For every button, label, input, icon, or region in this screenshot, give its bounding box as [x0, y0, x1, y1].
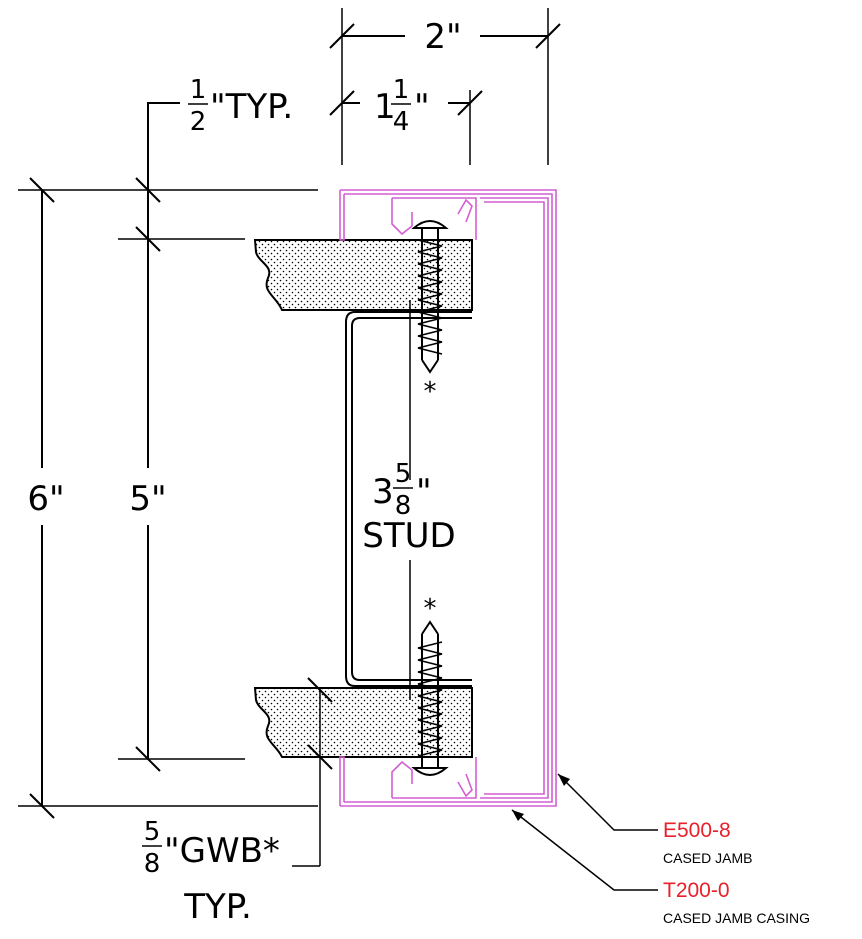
dimension-wall-height: 5" — [118, 177, 245, 772]
stud-label: STUD — [362, 516, 455, 556]
dimension-overall-width: 2" — [329, 8, 561, 165]
top-screw-note-mark: * — [424, 377, 437, 407]
stud-whole: 3 — [372, 472, 394, 512]
metal-stud — [345, 311, 472, 687]
gwb-typ-label: TYP. — [183, 887, 252, 927]
gwb-callout: 5 8 "GWB* TYP. — [142, 677, 333, 927]
gwb-denominator: 8 — [144, 849, 161, 879]
casing-width-whole: 1 — [374, 87, 396, 127]
callout-code-t200-0: T200-0 — [663, 879, 730, 902]
typ-offset-label: "TYP. — [210, 87, 293, 127]
dimension-overall-height: 6" — [18, 177, 318, 819]
callout-cased-jamb: E500-8 CASED JAMB — [557, 773, 752, 866]
casing-width-mark: " — [414, 87, 430, 127]
callout-desc-cased-jamb-casing: CASED JAMB CASING — [663, 910, 810, 926]
stud-dimension-label: 3 5 8 " STUD — [362, 459, 455, 556]
typ-offset-denominator: 2 — [190, 107, 207, 137]
top-screw: * — [409, 220, 449, 480]
callout-cased-jamb-casing: T200-0 CASED JAMB CASING — [511, 809, 810, 926]
typ-offset-numerator: 1 — [190, 75, 207, 105]
bottom-gypsum-board — [253, 687, 473, 758]
bottom-screw-note-mark: * — [424, 594, 437, 624]
overall-height-label: 6" — [27, 479, 64, 519]
casing-width-numerator: 1 — [393, 75, 410, 105]
wall-height-label: 5" — [129, 479, 166, 519]
stud-denominator: 8 — [395, 491, 412, 521]
casing-width-denominator: 4 — [393, 107, 410, 137]
callout-code-e500-8: E500-8 — [663, 819, 731, 842]
top-gypsum-board — [253, 239, 473, 311]
callout-desc-cased-jamb: CASED JAMB — [663, 850, 752, 866]
dimension-typ-offset: 1 2 "TYP. — [147, 75, 293, 205]
gwb-label: "GWB* — [164, 831, 280, 871]
stud-mark: " — [416, 472, 432, 512]
gwb-numerator: 5 — [144, 817, 161, 847]
dimension-casing-width: 1 1 4 " — [329, 75, 483, 165]
overall-width-label: 2" — [424, 17, 461, 57]
bottom-screw: * — [409, 560, 449, 776]
stud-numerator: 5 — [395, 459, 412, 489]
cased-jamb-casing-profile — [339, 189, 557, 807]
